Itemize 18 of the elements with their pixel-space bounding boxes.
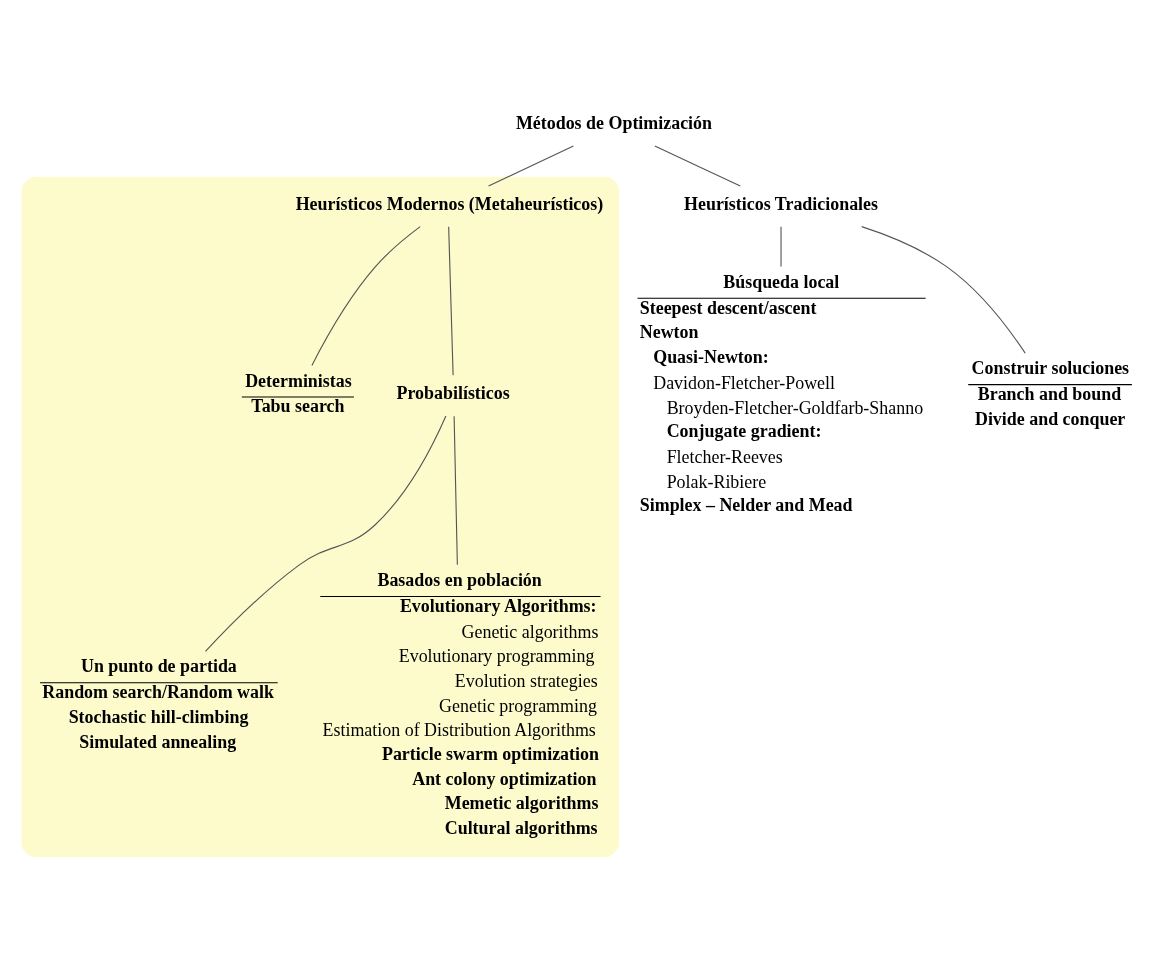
connector: [311, 225, 421, 366]
connector: [488, 144, 574, 187]
node-text: Deterministas Tabu search: [245, 370, 352, 416]
node-text: Heurísticos Modernos (Metaheurísticos): [295, 193, 604, 214]
node-text: Basados en población Evolutionary Algorithms: Genetic algorithms Evolutionary programming Evolution strategies Genetic programming Estimation of Distribution Algorithms Particle swarm optimization Ant colony optimization Memetic algorithms Cultural algorithms: [322, 569, 599, 838]
node-text: Heurísticos Tradicionales: [684, 193, 879, 214]
connector: [780, 225, 782, 267]
connector: [453, 415, 458, 565]
node-text: Métodos de Optimización: [515, 112, 713, 133]
node-text: Búsqueda local Steepest descent/ascent Newton Quasi-Newton: Davidon-Fletcher-Powell Broyden-Fletcher-Goldfarb-Shanno Conjugate gradient: Fletcher-Reeves Polak-Ribiere Simplex – Nelder and Mead: [639, 271, 924, 515]
connector: [861, 225, 1026, 354]
node-text: Probabilísticos: [396, 382, 510, 403]
node-text: Un punto de partida Random search/Random walk Stochastic hill-climbing Simulated annealing: [42, 655, 274, 752]
connector: [654, 144, 741, 187]
cluster: [21, 176, 620, 857]
node-text: Construir soluciones Branch and bound Divide and conquer: [971, 357, 1130, 429]
connector: [448, 225, 454, 376]
connector: [204, 414, 447, 652]
